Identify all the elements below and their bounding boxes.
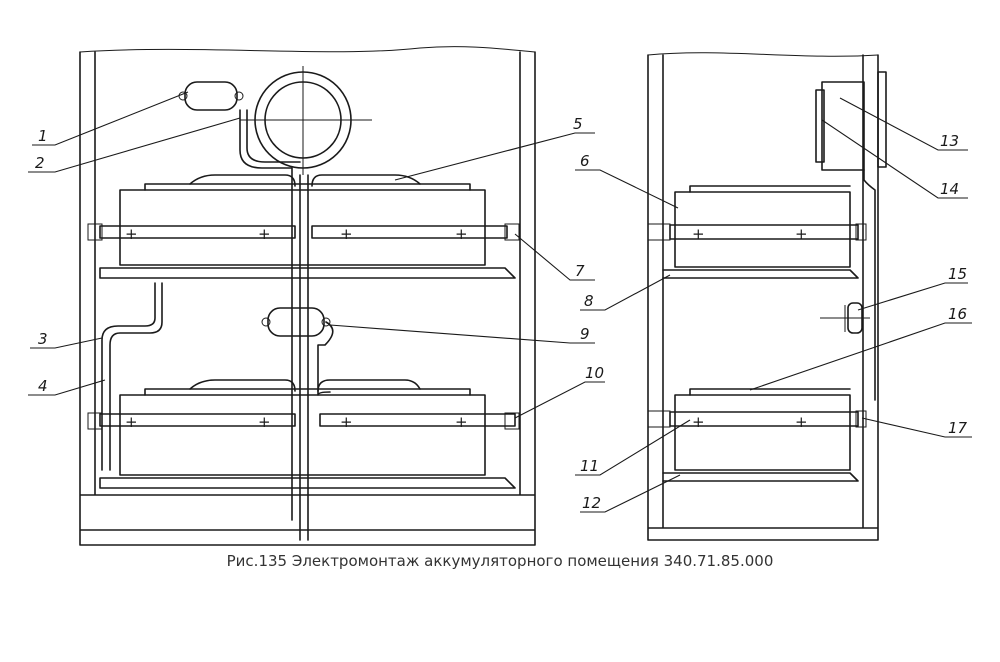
room-top-edge-right	[647, 52, 879, 57]
svg-text:+: +	[692, 225, 705, 243]
callout-14: 14	[940, 180, 959, 198]
upper-battery: + + + +	[87, 174, 520, 279]
callout-5: 5	[573, 115, 583, 133]
room-top-edge	[79, 46, 536, 53]
callout-13: 13	[940, 132, 959, 150]
svg-text:+: +	[258, 413, 271, 431]
callout-11: 11	[580, 457, 599, 475]
junction-box-middle	[261, 307, 334, 396]
callout-1: 1	[38, 127, 48, 145]
svg-text:+: +	[455, 413, 468, 431]
side-view: + + + +	[575, 52, 972, 541]
callout-9: 9	[580, 325, 590, 343]
svg-text:+: +	[125, 225, 138, 243]
svg-text:+: +	[258, 225, 271, 243]
svg-text:+: +	[340, 413, 353, 431]
side-upper-battery: + +	[647, 185, 867, 279]
callout-8: 8	[584, 292, 594, 310]
lamp-fixture	[240, 66, 372, 175]
svg-text:+: +	[125, 413, 138, 431]
callout-15: 15	[948, 265, 967, 283]
svg-text:+: +	[340, 225, 353, 243]
callout-6: 6	[580, 152, 590, 170]
callout-7: 7	[575, 262, 585, 280]
svg-text:+: +	[455, 225, 468, 243]
junction-box-top	[178, 81, 244, 111]
callout-17: 17	[948, 419, 968, 437]
callout-4: 4	[38, 377, 48, 395]
conduit-pipe	[101, 282, 163, 471]
callout-12: 12	[582, 494, 601, 512]
callout-16: 16	[948, 305, 967, 323]
switch-panel	[815, 71, 887, 401]
leaders-right	[575, 97, 972, 513]
callout-10: 10	[585, 364, 604, 382]
svg-text:+: +	[795, 413, 808, 431]
lower-battery: + + + +	[87, 379, 520, 489]
cable-top	[239, 109, 301, 521]
svg-text:+: +	[692, 413, 705, 431]
callout-3: 3	[38, 330, 48, 348]
room-frame-right	[647, 54, 879, 541]
socket-15	[820, 302, 870, 334]
svg-text:+: +	[795, 225, 808, 243]
front-view: + + + + + + + +	[28, 46, 605, 546]
side-lower-battery: + +	[647, 388, 867, 482]
figure-caption: Рис.135 Электромонтаж аккумуляторного по…	[226, 552, 774, 570]
callout-2: 2	[35, 154, 45, 172]
leaders-left	[28, 91, 605, 419]
